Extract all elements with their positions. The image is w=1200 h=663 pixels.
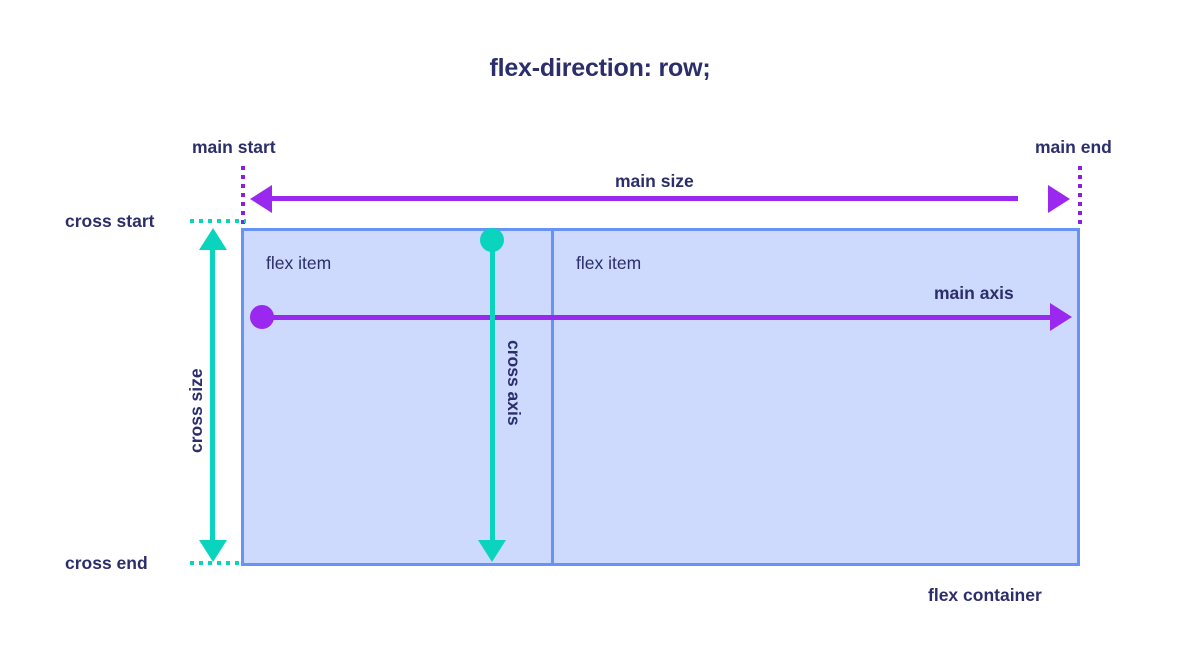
main-size-line [262,196,1018,201]
page-title: flex-direction: row; [489,54,711,82]
label-cross-start: cross start [65,211,155,231]
flex-item-label: flex item [266,253,332,273]
cross-axis-arrow-down-icon [478,540,506,562]
main-axis-line [262,314,1052,320]
arrow-up-icon [198,228,227,250]
flex-item: flex item [244,231,554,563]
label-main-axis: main axis [934,283,1014,303]
flex-item: flex item [554,231,1077,563]
cross-axis-line [489,240,495,540]
arrow-right-icon [1048,184,1070,213]
label-main-end: main end [1035,137,1112,157]
main-end-guide-line [1078,166,1082,228]
main-start-guide-line [241,166,245,228]
main-axis-arrow-right-icon [1050,303,1072,331]
flex-container: flex item flex item [241,228,1080,566]
cross-start-guide-line [190,219,246,223]
label-cross-size: cross size [186,368,206,453]
cross-size-line [210,240,215,550]
label-cross-axis: cross axis [504,340,524,426]
label-flex-container: flex container [928,585,1042,605]
label-main-start: main start [192,137,276,157]
arrow-down-icon [198,540,227,562]
arrow-left-icon [250,184,272,213]
label-main-size: main size [615,171,694,191]
flex-item-label: flex item [576,253,642,273]
cross-end-guide-line [190,561,246,565]
label-cross-end: cross end [65,553,148,573]
